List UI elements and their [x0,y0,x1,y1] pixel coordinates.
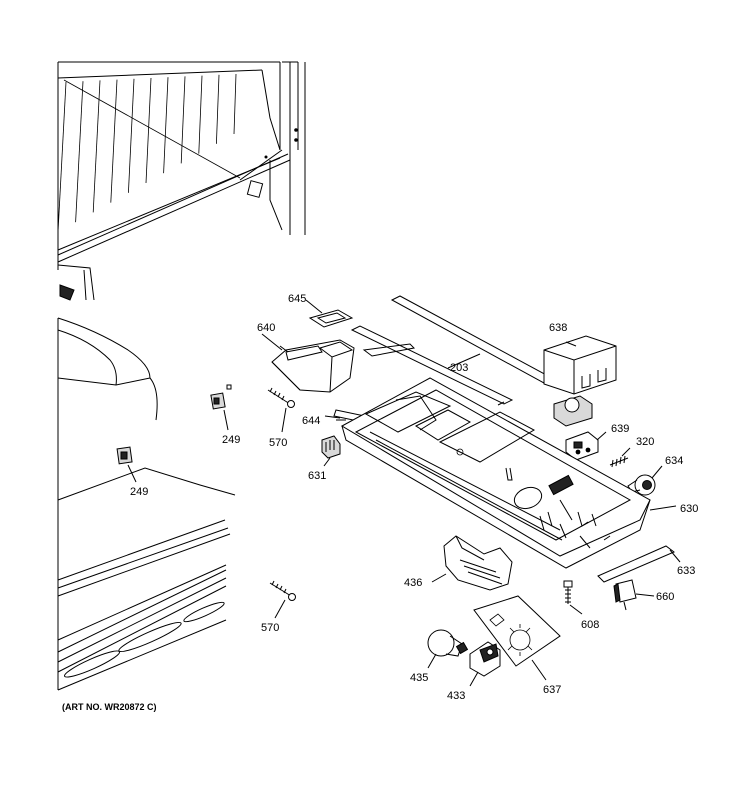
label-570-lower: 570 [261,622,279,634]
screw-570-upper [267,387,295,433]
label-570-upper: 570 [269,437,287,449]
label-660: 660 [656,591,674,603]
label-249-upper: 249 [222,434,240,446]
light-shield-436 [431,535,513,591]
label-633: 633 [677,565,695,577]
shelf-ridge [110,79,118,203]
shelf-ridge [198,75,203,154]
shelf-ridge [75,81,84,223]
light-bulb-435 [427,629,469,669]
screw-608 [563,580,583,615]
label-320: 320 [636,436,654,448]
gasket-645 [305,299,354,328]
shelf-ridge [180,76,186,164]
fresh-food-liner-drawing [57,317,236,691]
instruction-label-637 [473,595,561,681]
shelf-ridge [233,73,237,135]
shelf-ridge [216,74,220,144]
label-630: 630 [680,503,698,515]
label-203: 203 [450,362,468,374]
label-436: 436 [404,577,422,589]
label-631: 631 [308,470,326,482]
shelf-clip-249-upper [210,384,232,431]
shelf-ridge [145,77,152,184]
light-socket-433 [469,641,501,687]
label-640: 640 [257,322,275,334]
art-number: (ART NO. WR20872 C) [62,702,157,712]
defrost-timer-639 [553,395,607,461]
light-switch-660 [613,579,655,611]
shelf-ridge [128,78,135,193]
label-433: 433 [447,690,465,702]
spring-320 [609,447,631,468]
freezer-liner-drawing [57,61,306,301]
shelf-ridge [57,81,67,233]
label-608: 608 [581,619,599,631]
shelf-ridge [92,80,101,213]
label-644: 644 [302,415,320,427]
label-639: 639 [611,423,629,435]
control-housing-630 [336,377,677,569]
label-634: 634 [665,455,683,467]
label-638: 638 [549,322,567,334]
control-cover-638 [543,335,617,395]
label-645: 645 [288,293,306,305]
foam-seal-644 [324,415,341,419]
part-labels: 645 640 638 203 644 639 320 634 630 633 … [62,293,698,712]
shelf-clip-249-lower [116,446,137,483]
shelf-ridge [163,77,169,174]
screw-570-lower [269,580,296,619]
connector-631 [321,435,341,467]
label-435: 435 [410,672,428,684]
label-637: 637 [543,684,561,696]
light-lens-strip-633 [597,545,681,583]
air-duct-640 [261,333,355,393]
label-249-lower: 249 [130,486,148,498]
